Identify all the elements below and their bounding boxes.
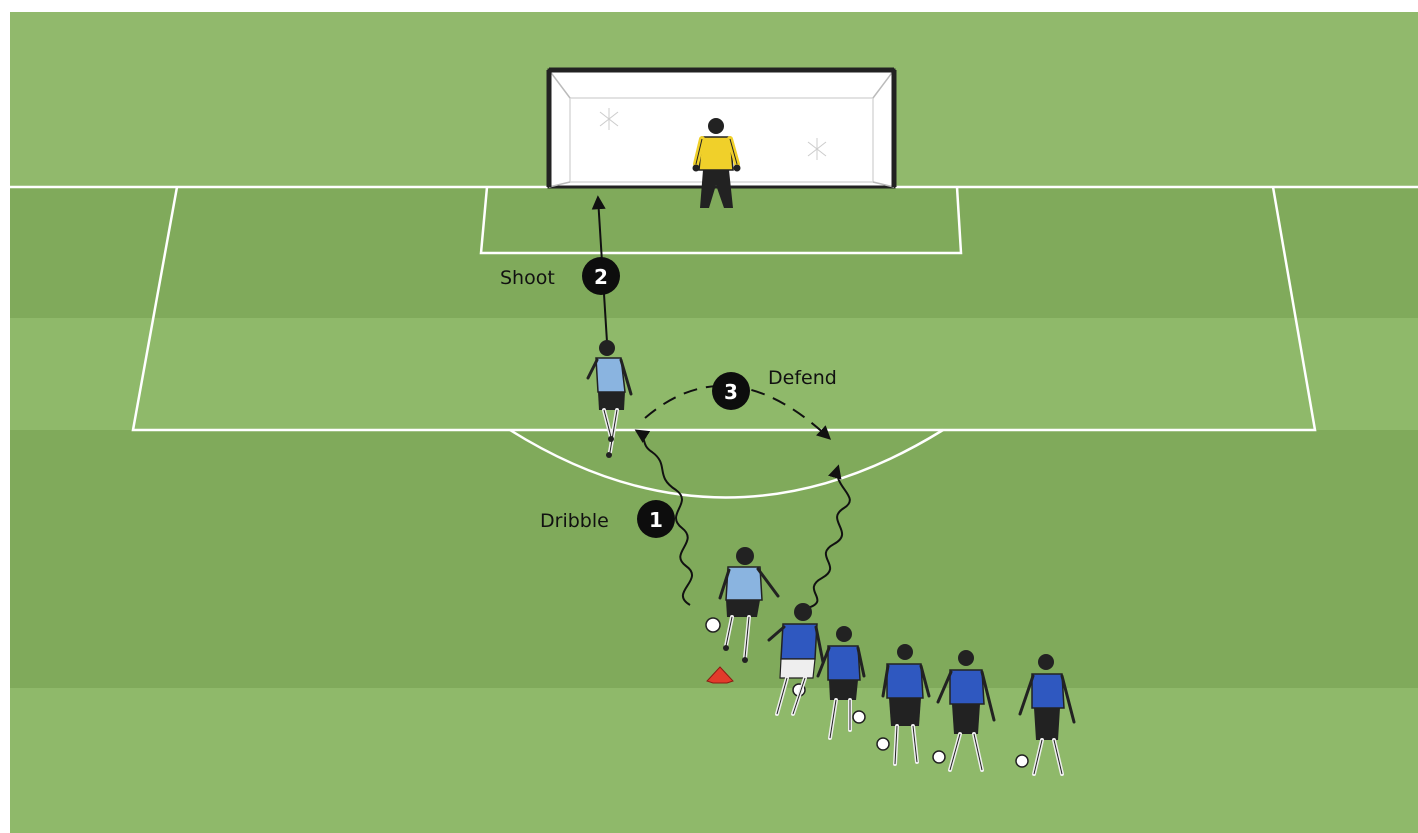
step-2-badge [582,257,620,295]
step-1-badge [637,500,675,538]
step-1: Dribble 1 [540,500,675,538]
defender-queue [767,603,1076,776]
goal-area [479,186,963,255]
attacker-dribbling [718,547,780,663]
step-2: Shoot 2 [500,257,620,295]
pitch-surface [10,12,1418,833]
dribble-arrow-attacker [634,429,693,606]
step-3-label: Defend [768,367,837,389]
defender [936,650,996,772]
goalkeeper [692,118,741,208]
defender [816,626,866,740]
step-1-label: Dribble [540,510,609,532]
step-2-label: Shoot [500,267,555,289]
attacker-shooting [586,340,633,458]
penalty-area [131,186,1317,432]
ball-icon [705,617,1029,768]
step-3-number: 3 [724,380,738,404]
penalty-arc [509,428,944,499]
defender [767,603,825,716]
step-2-number: 2 [594,265,608,289]
cone-icon [706,666,734,684]
step-3-badge [712,372,750,410]
defender [881,644,931,766]
step-1-number: 1 [649,508,663,532]
defender [1018,654,1076,776]
step-3: 3 Defend [712,367,837,410]
dribble-arrow-defender [807,464,851,609]
